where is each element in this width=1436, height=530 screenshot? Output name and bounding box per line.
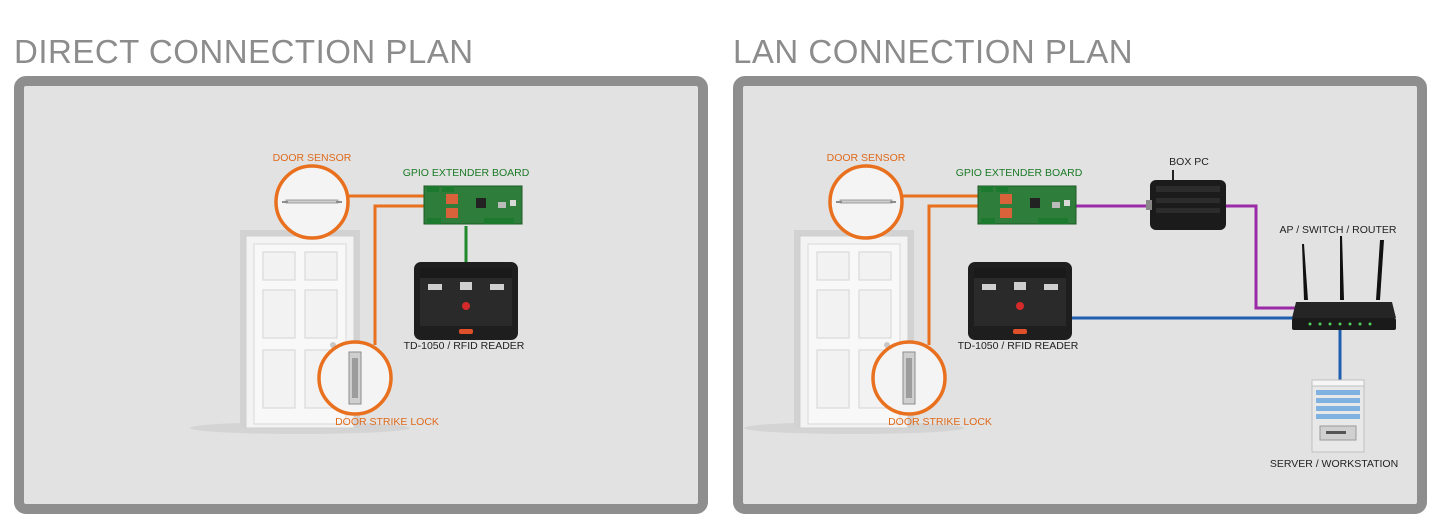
direct-lock-label: DOOR STRIKE LOCK xyxy=(335,416,439,428)
lan-wires xyxy=(902,194,1342,384)
direct-reader-tablet xyxy=(414,262,518,340)
direct-wires xyxy=(348,194,468,345)
lan-reader-tablet xyxy=(968,262,1072,340)
lan-router-label: AP / SWITCH / ROUTER xyxy=(1279,224,1396,236)
server-icon xyxy=(1311,379,1365,453)
lan-door-sensor xyxy=(828,164,904,240)
lan-gpio-board xyxy=(977,185,1077,225)
lan-lock-label: DOOR STRIKE LOCK xyxy=(888,416,992,428)
direct-door-sensor-label: DOOR SENSOR xyxy=(273,152,352,164)
direct-reader-label: TD-1050 / RFID READER xyxy=(404,340,525,352)
direct-plan-title: DIRECT CONNECTION PLAN xyxy=(14,33,474,70)
direct-door-sensor xyxy=(274,164,350,240)
lan-gpio-label: GPIO EXTENDER BOARD xyxy=(956,167,1083,179)
direct-gpio-label: GPIO EXTENDER BOARD xyxy=(403,167,530,179)
lan-reader-label: TD-1050 / RFID READER xyxy=(958,340,1079,352)
lan-wire-boxpc-router xyxy=(1226,204,1298,310)
lan-wire-lock xyxy=(927,204,978,345)
lan-door-sensor-label: DOOR SENSOR xyxy=(827,152,906,164)
direct-plan-panel xyxy=(14,76,708,514)
lan-strike-lock xyxy=(871,340,947,416)
direct-wire-lock xyxy=(373,204,424,345)
lan-plan-panel xyxy=(733,76,1427,514)
box-pc-icon xyxy=(1146,170,1226,230)
direct-gpio-board xyxy=(423,185,523,225)
lan-box-pc-label: BOX PC xyxy=(1169,156,1209,168)
router-icon xyxy=(1292,236,1396,330)
lan-server-label: SERVER / WORKSTATION xyxy=(1270,458,1398,470)
lan-plan-title: LAN CONNECTION PLAN xyxy=(733,33,1134,70)
direct-strike-lock xyxy=(317,340,393,416)
